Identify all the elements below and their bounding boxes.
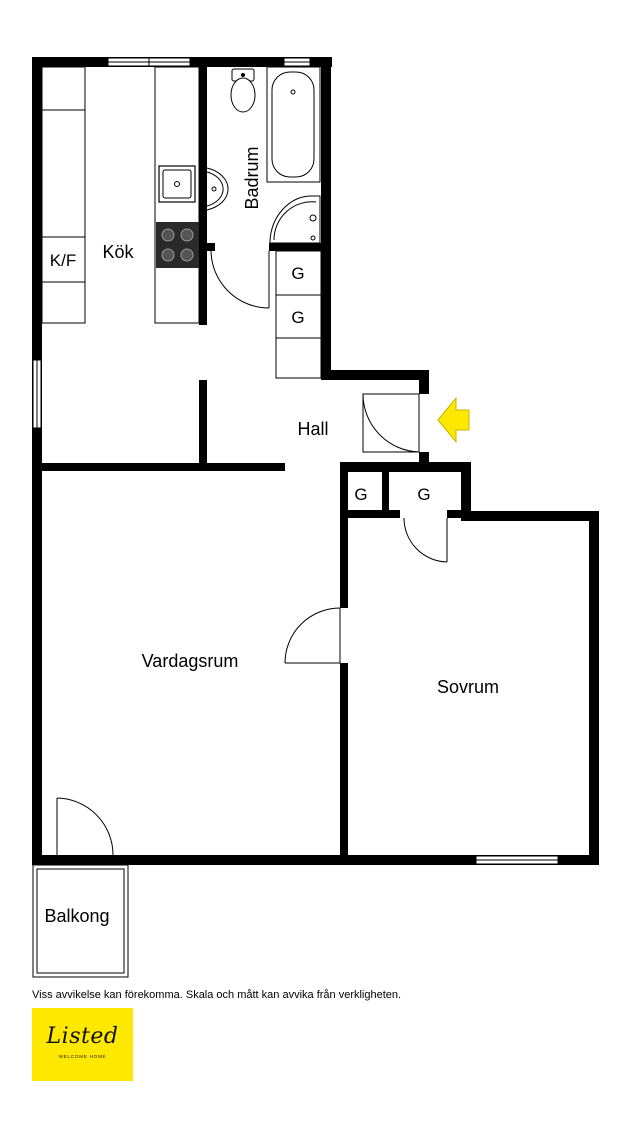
door-living [284, 607, 341, 664]
door-bedroom-closet [403, 517, 448, 563]
stove-icon [156, 222, 199, 268]
room-label-hall: Hall [297, 419, 328, 439]
door-balcony [56, 797, 114, 865]
room-label-bathroom: Badrum [242, 146, 262, 209]
room-label-bedroom: Sovrum [437, 677, 499, 697]
room-label-fridge: K/F [50, 251, 76, 270]
closet-label: G [354, 485, 367, 504]
toilet-icon [230, 68, 256, 113]
logo-name: Listed [46, 1024, 119, 1049]
room-label-living-room: Vardagsrum [142, 651, 239, 671]
shower-icon [269, 195, 321, 244]
listed-logo: Listed WELCOME HOME [32, 1008, 133, 1081]
closets [275, 250, 322, 379]
walls [32, 57, 599, 865]
balcony [32, 864, 129, 978]
sink-icon [158, 165, 196, 203]
washbasin-icon [206, 167, 229, 211]
closet-label: G [291, 308, 304, 327]
bathtub-icon [266, 66, 321, 183]
floor-plan: Kök K/F Badrum Hall Vardagsrum Sovrum Ba… [32, 57, 599, 978]
door-entrance [362, 393, 420, 453]
room-label-kitchen: Kök [102, 242, 134, 262]
closet-label: G [291, 264, 304, 283]
closet-label: G [417, 485, 430, 504]
logo-tagline: WELCOME HOME [58, 1054, 107, 1059]
room-label-balcony: Balkong [44, 906, 109, 926]
disclaimer-text: Viss avvikelse kan förekomma. Skala och … [32, 989, 402, 1001]
doors [56, 250, 448, 865]
door-bathroom [210, 250, 270, 309]
entrance-arrow-icon [437, 396, 470, 444]
windows [32, 57, 559, 865]
